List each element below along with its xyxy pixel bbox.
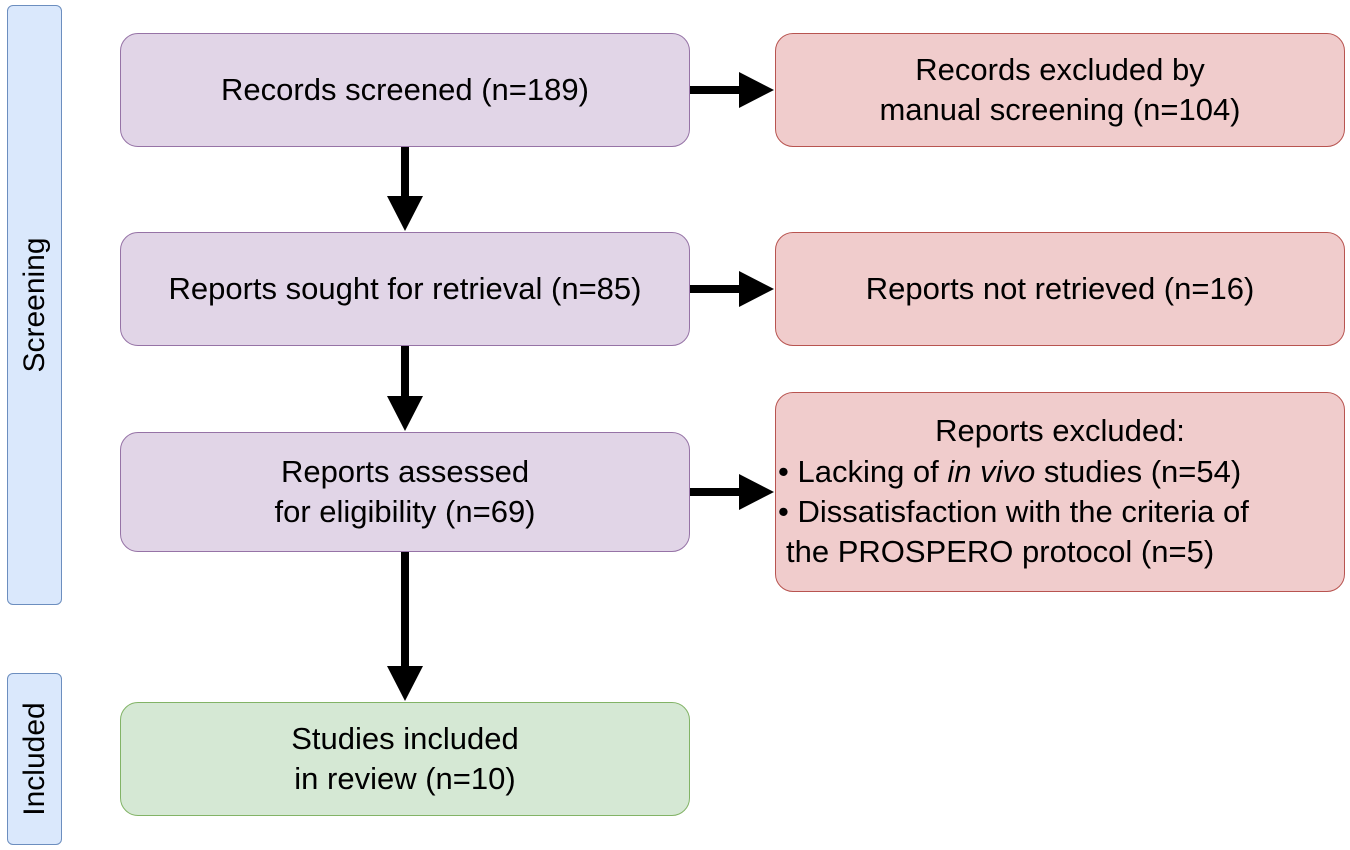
studies-included-line-1: Studies included [291,720,519,756]
records-screened-text: Records screened (n=189) [221,71,589,107]
reports-excluded-item1-prefix: • Lacking of [778,453,948,489]
arrow-screened-to-sought-head [387,196,423,231]
stage-label-included: Included [17,702,51,816]
reports-assessed-line-2: for eligibility (n=69) [274,494,536,529]
reports-not-retrieved-text: Reports not retrieved (n=16) [865,270,1255,306]
arrow-sought-to-not-retrieved-head [739,271,774,307]
reports-excluded-item1-emphasis: in vivo [947,453,1036,489]
reports-excluded-item-prospero-line-1: • Dissatisfaction with the criteria of [778,494,1249,529]
stage-bar-included: Included [7,673,62,845]
arrow-assessed-to-reports-excluded-head [739,474,774,510]
records-excluded-line-1: Records excluded by [915,51,1205,87]
studies-included-line-2: in review (n=10) [294,761,516,796]
reports-sought-box: Reports sought for retrieval (n=85) [120,232,690,346]
reports-excluded-item1-suffix: studies (n=54) [1035,453,1242,489]
stage-label-screening: Screening [17,237,51,373]
records-excluded-line-2: manual screening (n=104) [879,92,1241,127]
reports-assessed-box: Reports assessed for eligibility (n=69) [120,432,690,552]
studies-included-box: Studies included in review (n=10) [120,702,690,816]
reports-assessed-line-1: Reports assessed [280,453,530,489]
arrow-screened-to-excluded-head [739,72,774,108]
reports-excluded-item-prospero-line-2: the PROSPERO protocol (n=5) [786,534,1215,570]
reports-excluded-title: Reports excluded: [935,413,1185,449]
records-screened-box: Records screened (n=189) [120,33,690,147]
reports-not-retrieved-box: Reports not retrieved (n=16) [775,232,1345,346]
reports-sought-text: Reports sought for retrieval (n=85) [168,270,642,306]
reports-excluded-box: Reports excluded: • Lacking of in vivo s… [775,392,1345,592]
stage-bar-screening: Screening [7,5,62,605]
arrow-assessed-to-included-head [387,666,423,701]
records-excluded-box: Records excluded by manual screening (n=… [775,33,1345,147]
reports-excluded-item-in-vivo: • Lacking of in vivo studies (n=54) [776,452,1344,492]
arrow-sought-to-assessed-head [387,396,423,431]
